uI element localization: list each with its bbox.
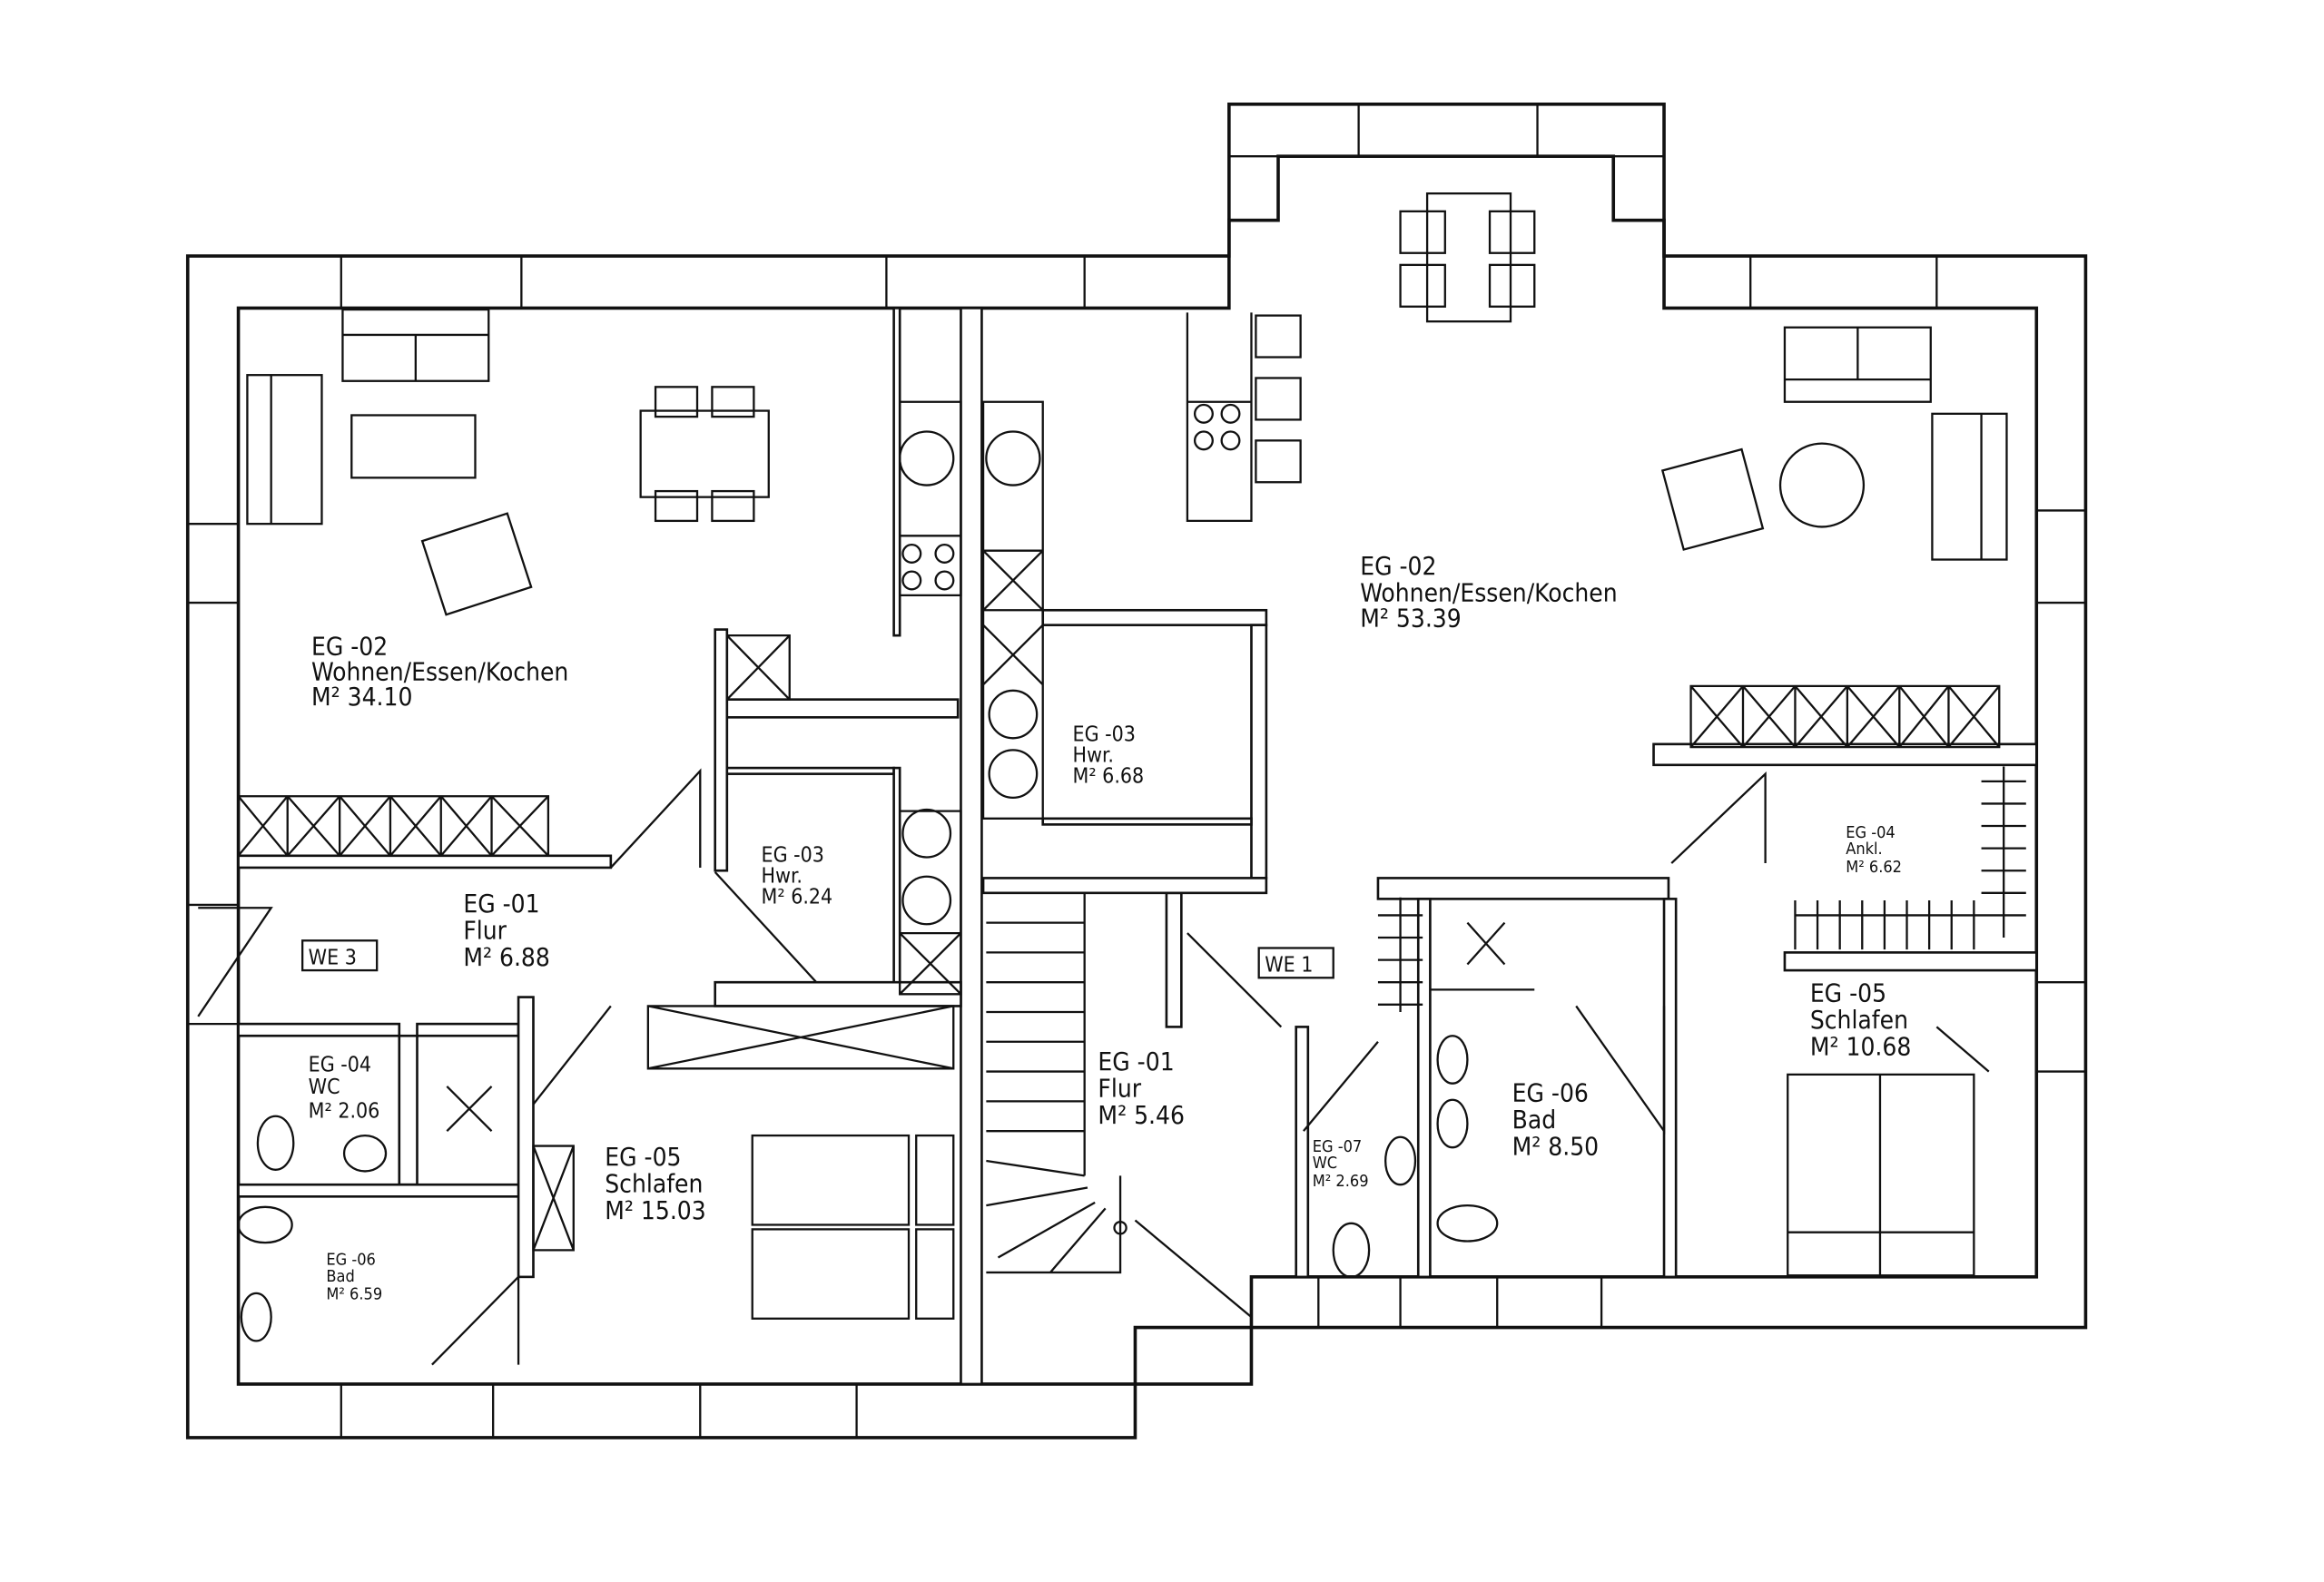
room-name: Schlafen (605, 1168, 703, 1198)
room-label-we1-wohnen: EG -02 Wohnen/Essen/Kochen M² 53.39 (1360, 551, 1617, 633)
room-area: M² 6.68 (1073, 764, 1145, 788)
room-area: M² 2.69 (1313, 1172, 1369, 1191)
room-label-we3-hwr: EG -03 Hwr. M² 6.24 (762, 843, 833, 909)
room-name: Flur (463, 916, 507, 946)
room-area: M² 8.50 (1512, 1131, 1600, 1161)
room-label-we3-wc: EG -04 WC M² 2.06 (309, 1054, 380, 1124)
room-area: M² 6.59 (326, 1284, 382, 1303)
room-code: EG -02 (1360, 551, 1436, 581)
room-code: EG -04 (309, 1054, 371, 1077)
room-area: M² 10.68 (1810, 1032, 1911, 1062)
room-label-we3-wohnen: EG -02 Wohnen/Essen/Kochen M² 34.10 (311, 631, 568, 712)
room-name: WC (1313, 1154, 1337, 1173)
room-area: M² 6.62 (1846, 858, 1902, 877)
room-code: EG -04 (1846, 823, 1895, 842)
room-label-we1-hwr: EG -03 Hwr. M² 6.68 (1073, 723, 1145, 789)
room-label-we3-flur: EG -01 Flur M² 6.88 (463, 889, 550, 972)
room-area: M² 34.10 (311, 682, 412, 712)
cabinets (237, 312, 2001, 1252)
room-label-we1-flur: EG -01 Flur M² 5.46 (1098, 1046, 1185, 1130)
room-code: EG -05 (605, 1142, 681, 1172)
room-name: Ankl. (1846, 840, 1882, 859)
room-code: EG -01 (1098, 1046, 1174, 1076)
room-code: EG -01 (463, 889, 539, 919)
outer-walls (185, 102, 2088, 1440)
room-label-we1-bad: EG -06 Bad M² 8.50 (1512, 1077, 1600, 1161)
room-area: M² 53.39 (1360, 603, 1461, 633)
door-swings (197, 768, 1767, 1366)
room-name: Hwr. (1073, 744, 1114, 768)
room-code: EG -05 (1810, 978, 1886, 1008)
room-name: WC (309, 1076, 340, 1099)
room-area: M² 15.03 (605, 1195, 705, 1225)
room-name: Flur (1098, 1073, 1141, 1103)
unit-label: WE 3 (309, 947, 357, 970)
room-code: EG -03 (1073, 723, 1136, 747)
room-name: Bad (326, 1267, 354, 1286)
furniture (246, 192, 2008, 1320)
room-code: EG -07 (1313, 1137, 1362, 1156)
unit-label-we1: WE 1 (1257, 947, 1334, 979)
room-area: M² 2.06 (309, 1099, 380, 1123)
room-label-we1-wc: EG -07 WC M² 2.69 (1313, 1137, 1369, 1191)
room-name: Schlafen (1810, 1005, 1908, 1035)
room-area: M² 5.46 (1098, 1100, 1185, 1130)
room-label-we1-ankl: EG -04 Ankl. M² 6.62 (1846, 823, 1902, 877)
room-label-we3-bad: EG -06 Bad M² 6.59 (326, 1251, 382, 1304)
room-name: Bad (1512, 1105, 1557, 1135)
room-area: M² 6.88 (463, 942, 550, 972)
unit-label-we3: WE 3 (300, 939, 379, 972)
room-code: EG -03 (762, 843, 824, 867)
room-code: EG -02 (311, 631, 388, 661)
room-area: M² 6.24 (762, 885, 833, 909)
unit-label: WE 1 (1265, 954, 1313, 978)
room-label-we3-schlafen: EG -05 Schlafen M² 15.03 (605, 1142, 705, 1225)
room-code: EG -06 (1512, 1077, 1589, 1107)
room-name: Wohnen/Essen/Kochen (1360, 577, 1617, 607)
room-name: Wohnen/Essen/Kochen (311, 656, 568, 686)
wardrobe-racks (1377, 766, 2026, 1012)
staircase (986, 891, 1128, 1274)
room-name: Hwr. (762, 864, 803, 888)
sanitary-fixtures (237, 921, 1535, 1342)
room-code: EG -06 (326, 1251, 375, 1270)
room-label-we1-schlafen: EG -05 Schlafen M² 10.68 (1810, 978, 1911, 1062)
